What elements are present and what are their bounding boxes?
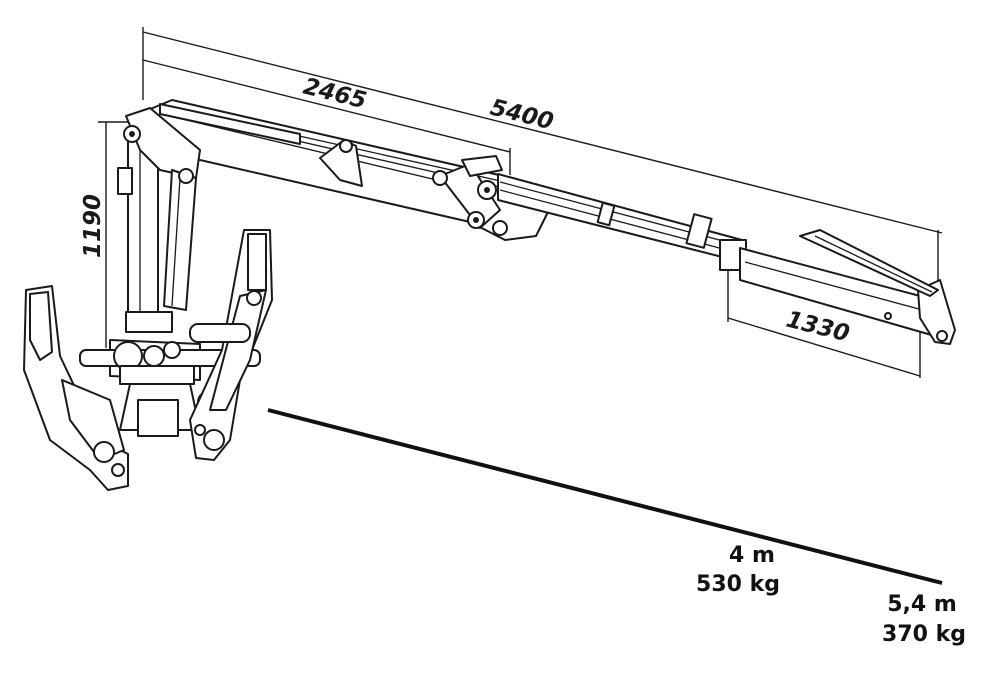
reach-line [267,408,943,585]
dimension-lines [98,27,943,378]
outer-boom [497,173,747,271]
base [79,339,261,437]
dimension-1190-label: 1190 [80,194,106,258]
capacity-reach-2: 5,4 m [887,592,957,617]
extension-boom [739,229,956,345]
dimension-1330-label: 1330 [784,307,852,348]
capacity-load-2: 370 kg [882,622,966,647]
stabilizer-left [23,285,129,491]
capacity-reach-1: 4 m [729,543,775,568]
link-joint [432,155,508,236]
capacity-load-1: 530 kg [696,572,780,597]
dimension-5400-label: 5400 [488,95,556,136]
stabilizer-right [189,229,273,461]
column [117,107,201,333]
